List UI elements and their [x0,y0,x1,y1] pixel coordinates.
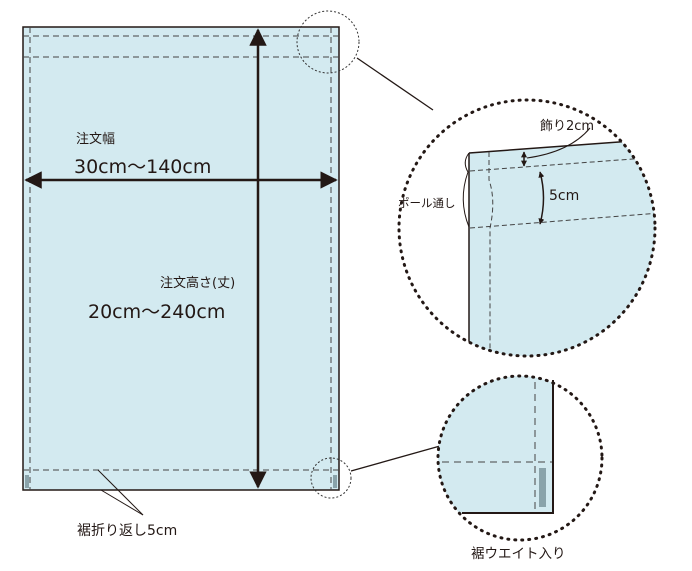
hem-label: 裾折り返し5cm [77,523,177,539]
width-range: 30cm〜140cm [74,156,211,178]
hem-weight-label: 裾ウエイト入り [471,546,566,562]
width-label: 注文幅 [76,132,115,147]
top-detail-marker [296,10,360,74]
top-detail: 飾り2cm 5cm ポール通し [397,98,657,358]
hem-leader-line [100,489,144,516]
hem-weight-left [25,475,29,488]
pole-pocket-label: ポール通し [398,196,456,210]
hem-weight-right [333,475,337,488]
pocket-size-label: 5cm [549,188,579,204]
hem-leader-line [97,469,144,516]
decoration-label: 飾り2cm [540,119,594,134]
bottom-detail-marker [310,457,352,499]
fabric-panel [22,26,340,491]
bottom-detail: 裾ウエイト入り [436,374,604,562]
height-label: 注文高さ(丈) [160,275,235,291]
height-range: 20cm〜240cm [88,301,225,323]
